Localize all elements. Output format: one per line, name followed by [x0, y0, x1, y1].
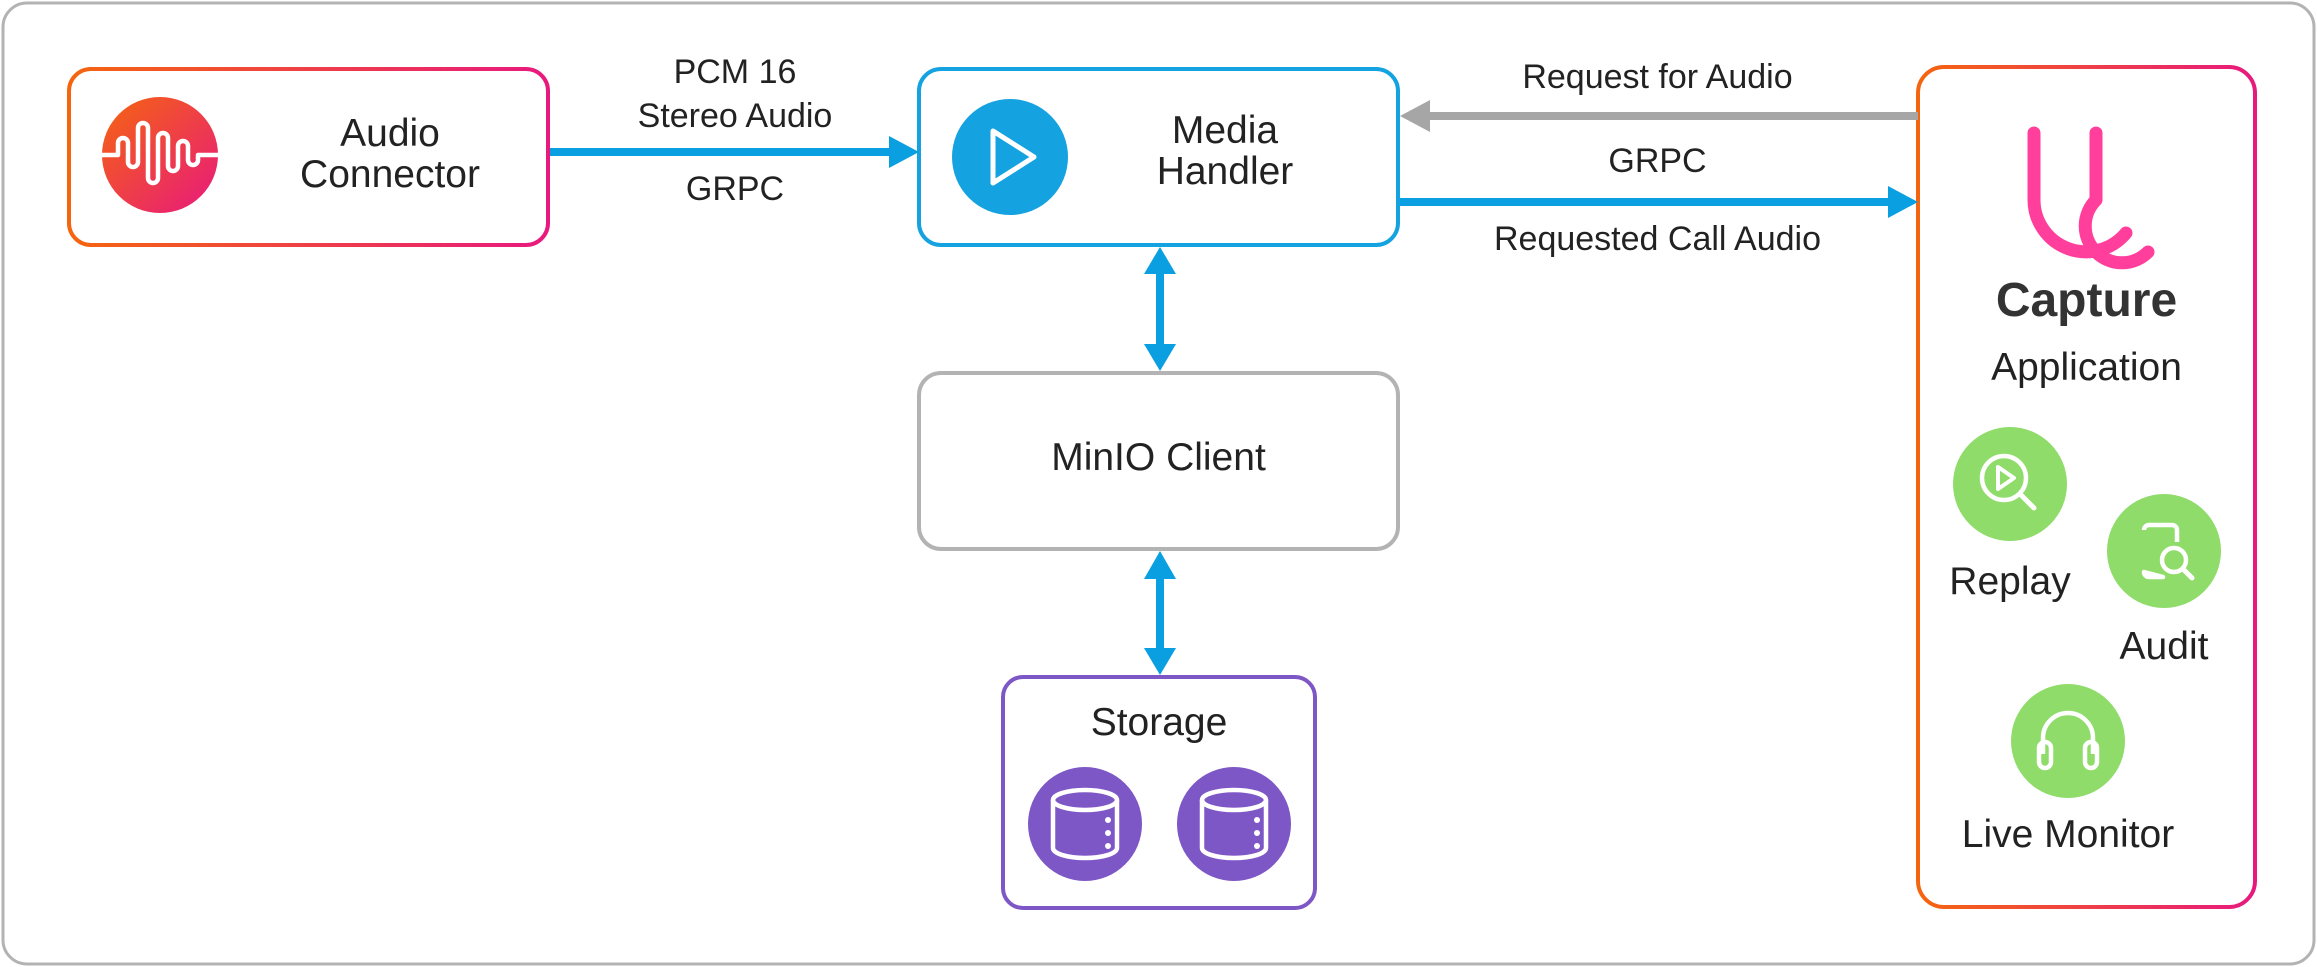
live-monitor-label: Live Monitor [1961, 813, 2175, 856]
waveform-icon [99, 97, 221, 213]
arrow-minio-storage-bidirectional [1144, 551, 1176, 675]
arrow-connector-to-handler [550, 136, 919, 168]
replay-label: Replay [1949, 560, 2071, 603]
capture-logo [2027, 126, 2155, 270]
audit-label: Audit [2119, 625, 2209, 668]
handler-capture-grpc-label: GRPC [1608, 142, 1707, 180]
minio-client-label: MinIO Client [1051, 436, 1266, 479]
media-handler-line1: Media [1171, 109, 1279, 152]
capture-title: Capture [1995, 274, 2178, 327]
connector-edge-grpc: GRPC [685, 170, 785, 208]
minio-client-box[interactable] [917, 371, 1400, 551]
audio-connector-label: Audio Connector [260, 113, 520, 195]
requested-call-audio-label: Requested Call Audio [1493, 220, 1821, 258]
media-handler-label: Media Handler [1100, 110, 1350, 192]
connector-edge-label-top: PCM 16 Stereo Audio [560, 49, 910, 139]
arrow-handler-minio-bidirectional [1144, 247, 1176, 371]
capture-subtitle: Application [1991, 346, 2182, 389]
audio-connector-line1: Audio [340, 112, 440, 155]
arrow-capture-to-handler [1400, 100, 1918, 132]
database-icon [1177, 767, 1291, 881]
request-for-audio-label: Request for Audio [1522, 58, 1793, 96]
document-search-icon [2107, 494, 2221, 608]
database-icon [1028, 767, 1142, 881]
audio-connector-line2: Connector [300, 153, 480, 196]
play-icon [952, 99, 1068, 215]
arrow-handler-to-capture [1400, 186, 1918, 218]
media-handler-line2: Handler [1156, 150, 1294, 193]
replay-search-icon [1953, 427, 2067, 541]
capture-application-box[interactable] [1916, 65, 2257, 909]
storage-label: Storage [1090, 701, 1228, 744]
headphones-icon [2011, 684, 2125, 798]
connector-edge-stereo: Stereo Audio [637, 97, 833, 135]
connector-edge-pcm: PCM 16 [673, 53, 797, 91]
